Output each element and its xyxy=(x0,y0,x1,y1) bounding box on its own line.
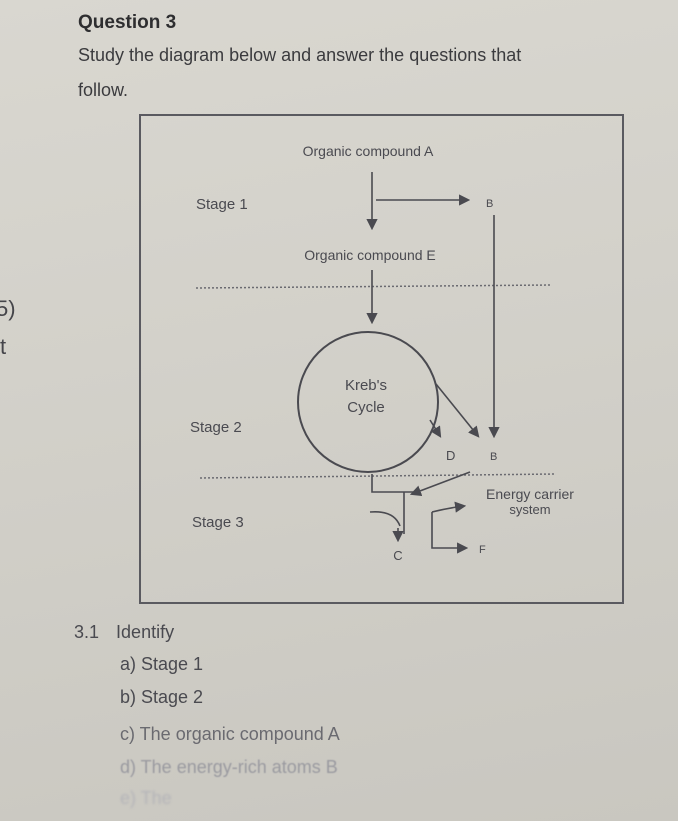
label-compound-a: Organic compound A xyxy=(303,143,434,159)
subquestion-identify: Identify xyxy=(116,622,175,642)
label-stage-1: Stage 1 xyxy=(196,196,248,213)
subquestion-item: d) The energy-rich atoms B xyxy=(120,757,338,777)
question-instruction-cont: follow. xyxy=(78,80,129,100)
label-system: system xyxy=(509,502,550,517)
subquestion-item: b) Stage 2 xyxy=(120,687,204,707)
subquestion-item: e) The xyxy=(120,788,172,808)
arrow-cycle-to-d xyxy=(429,419,442,438)
arrow-to-energy-carrier xyxy=(431,501,467,513)
label-d: D xyxy=(446,448,455,463)
label-krebs: Kreb's xyxy=(345,377,387,394)
arrow-cycle-to-b xyxy=(435,383,480,438)
question-title: Question 3 xyxy=(78,12,177,33)
margin-mark: 5) xyxy=(0,296,16,321)
label-c: C xyxy=(393,548,402,563)
label-stage-3: Stage 3 xyxy=(192,514,244,531)
label-energy-carrier: Energy carrier xyxy=(486,486,574,502)
question-instruction: Study the diagram below and answer the q… xyxy=(78,45,522,65)
arrow-to-f xyxy=(431,512,469,554)
label-stage-2: Stage 2 xyxy=(190,419,242,436)
label-b-bottom: B xyxy=(490,451,497,463)
label-cycle: Cycle xyxy=(347,399,385,416)
stage-divider-2 xyxy=(199,473,557,479)
subquestion-number: 3.1 xyxy=(74,622,100,642)
label-compound-e: Organic compound E xyxy=(304,247,436,263)
margin-mark-2: t xyxy=(0,334,7,359)
subquestion-item: a) Stage 1 xyxy=(120,654,204,674)
connector-cycle-to-system xyxy=(371,474,414,493)
label-f: F xyxy=(479,544,486,556)
arrow-d-b-to-system xyxy=(409,471,471,497)
curve-into-c xyxy=(369,510,401,527)
stage-divider-1 xyxy=(195,284,553,289)
label-b-top: B xyxy=(486,198,493,210)
diagram-frame xyxy=(139,114,624,604)
subquestion-item: c) The organic compound A xyxy=(120,724,340,744)
subquestion-heading: 3.1 Identify xyxy=(74,622,174,643)
krebs-cycle-circle xyxy=(297,331,439,473)
